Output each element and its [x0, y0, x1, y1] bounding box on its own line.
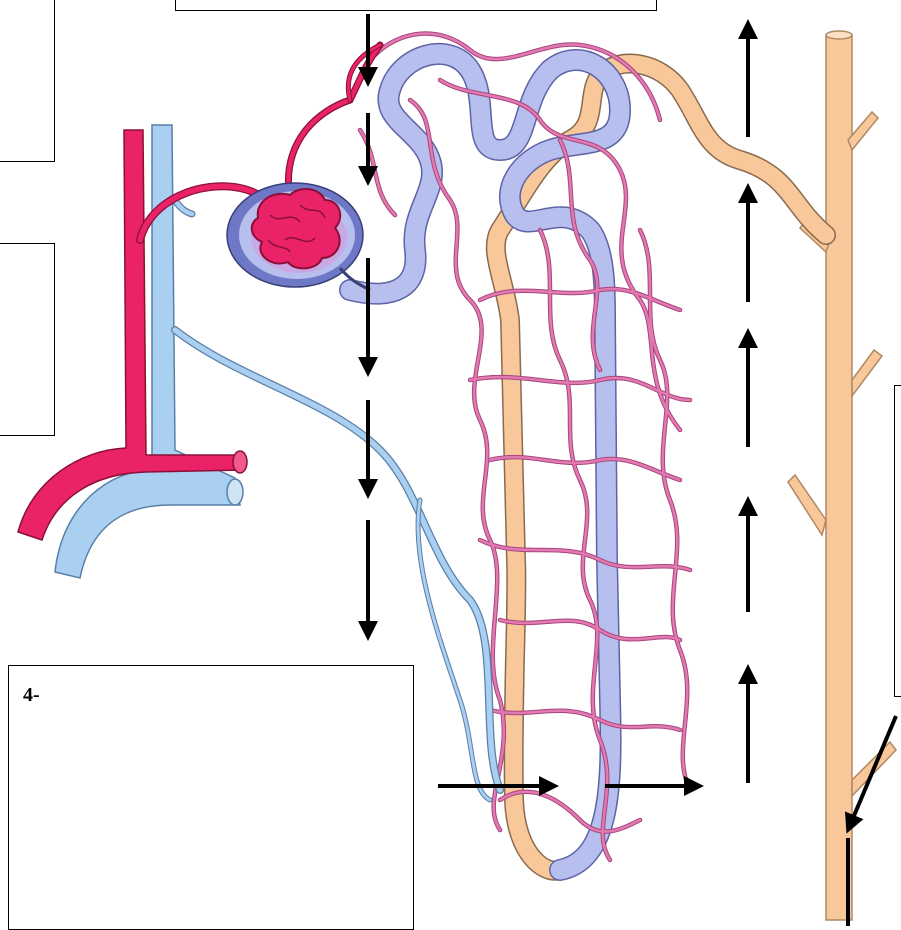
diagonal-arrow: [848, 716, 896, 830]
label-box-left-2: [0, 243, 55, 436]
renal-artery: [18, 45, 380, 540]
glomerulus: [252, 189, 340, 268]
flow-arrows: [368, 14, 896, 926]
label-box-4-text: 4-: [23, 684, 40, 707]
collecting-duct: [788, 31, 896, 920]
label-box-right: [894, 385, 901, 697]
label-box-top-center: [175, 0, 657, 11]
label-box-4: 4-: [8, 665, 414, 930]
label-box-left-1: [0, 0, 55, 162]
